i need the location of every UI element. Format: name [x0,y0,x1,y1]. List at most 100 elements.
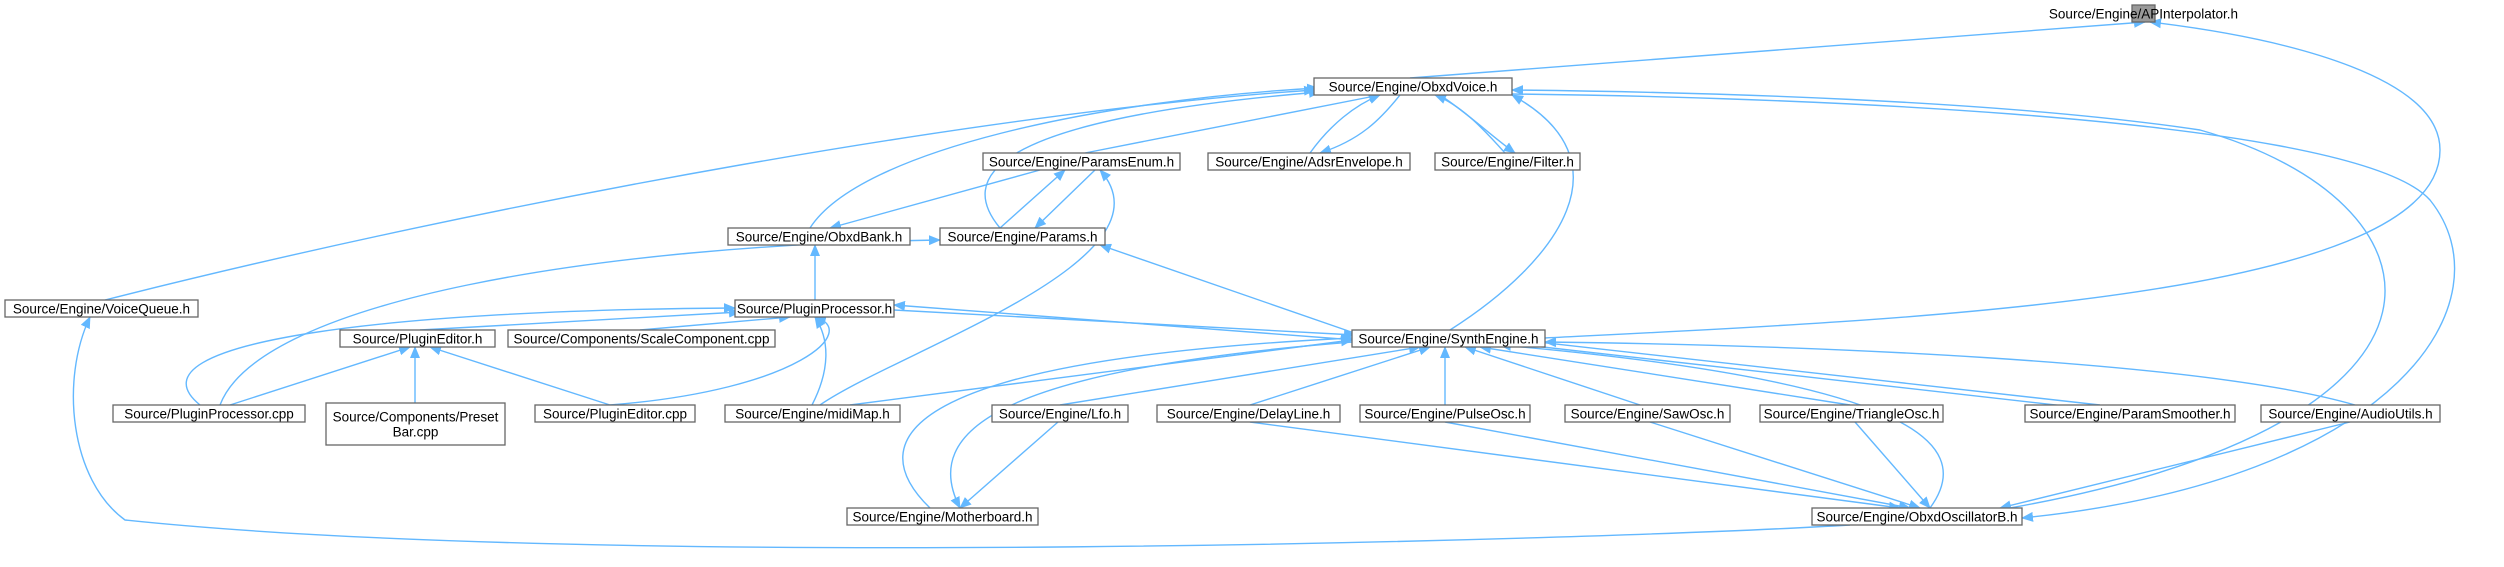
file-node-params[interactable]: Source/Engine/Params.h [939,227,1106,246]
include-edge-plugineditor_cpp-to-plugineditor_h [429,345,611,406]
file-node-box [1564,404,1731,423]
file-node-obxdoscillatorb[interactable]: Source/Engine/ObxdOscillatorB.h [1811,507,2023,526]
include-edge-paramsenum-to-obxdbank [829,169,1041,230]
file-node-label: Source/PluginEditor.cpp [543,407,687,422]
file-node-synthengine[interactable]: Source/Engine/SynthEngine.h [1351,329,1546,348]
dependency-edges [72,17,2456,549]
file-node-label: Source/Engine/ObxdOscillatorB.h [1816,510,2017,525]
file-node-pulseosc[interactable]: Source/Engine/PulseOsc.h [1359,404,1531,423]
file-node-box [339,329,496,348]
include-edge-lfo-to-motherboard [959,421,1059,509]
file-node-label: Source/Engine/ObxdVoice.h [1329,80,1498,95]
file-node-voicequeue[interactable]: Source/Engine/VoiceQueue.h [4,299,199,318]
file-node-label: Source/Engine/Motherboard.h [852,510,1032,525]
file-node-triangleosc[interactable]: Source/Engine/TriangleOsc.h [1759,404,1944,423]
file-node-box [4,299,199,318]
include-edge-triangleosc-to-obxdoscillatorb [1854,421,1931,509]
include-edge-synthengine-to-obxdvoice [1449,94,1574,331]
include-edge-obxdbank-to-obxdvoice [809,83,1319,229]
file-node-label: Source/Engine/VoiceQueue.h [13,302,190,317]
file-node-label: Source/Engine/ParamSmoother.h [2029,407,2230,422]
file-node-box [734,299,895,318]
file-node-box [1351,329,1546,348]
file-node-audioutils[interactable]: Source/Engine/AudioUtils.h [2260,404,2441,423]
file-node-pluginprocessor_cpp[interactable]: Source/PluginProcessor.cpp [112,404,306,423]
file-node-box [1434,152,1581,171]
file-node-label: Source/Components/ScaleComponent.cpp [514,332,770,347]
include-edge-obxdvoice-to-obxdoscillatorb [1511,93,2456,522]
include-edge-paramsmoother-to-synthengine [1519,336,2101,406]
include-edge-sawosc-to-obxdoscillatorb [1649,421,1921,510]
file-node-label: Bar.cpp [393,425,439,440]
file-node-box [846,507,1039,526]
include-edge-obxdvoice-to-filter [1439,94,1516,154]
file-node-box [2024,404,2236,423]
file-node-label: Source/Engine/APInterpolator.h [2049,7,2238,22]
include-edge-lfo-to-synthengine [1059,343,1421,406]
include-edge-voicequeue-to-obxdvoice [104,85,1316,301]
file-node-box [1313,77,1513,96]
file-node-adsrenvelope[interactable]: Source/Engine/AdsrEnvelope.h [1207,152,1411,171]
file-node-obxdvoice[interactable]: Source/Engine/ObxdVoice.h [1313,77,1513,96]
file-node-plugineditor_h[interactable]: Source/PluginEditor.h [339,329,496,348]
include-edge-audioutils-to-obxdoscillatorb [1999,421,2351,511]
include-edge-pluginprocessor_cpp-to-plugineditor_h [229,345,411,406]
file-node-box [991,404,1129,423]
file-node-delayline[interactable]: Source/Engine/DelayLine.h [1156,404,1341,423]
include-edge-pluginprocessor_h-to-synthengine [893,309,1356,340]
file-node-box [1359,404,1531,423]
include-edge-delayline-to-synthengine [1249,345,1431,406]
file-node-label: Source/Engine/ObxdBank.h [736,230,903,245]
include-edge-filter-to-obxdvoice [1434,94,1506,154]
file-node-box [939,227,1106,246]
file-node-sawosc[interactable]: Source/Engine/SawOsc.h [1564,404,1731,423]
file-node-box [724,404,901,423]
file-node-label: Source/Engine/Lfo.h [999,407,1121,422]
file-node-label: Source/PluginEditor.h [353,332,483,347]
include-edge-paramsenum-to-params [1034,169,1096,229]
file-node-motherboard[interactable]: Source/Engine/Motherboard.h [846,507,1039,526]
include-edge-audioutils-to-synthengine [1544,337,2356,406]
file-node-midimap[interactable]: Source/Engine/midiMap.h [724,404,901,423]
include-edge-scalecomponent-to-pluginprocessor_h [639,312,791,331]
include-edge-midimap-to-synthengine [849,336,1353,406]
file-node-box [727,227,911,246]
include-edge-sawosc-to-synthengine [1464,345,1641,406]
include-edge-params-to-paramsenum [999,169,1066,229]
file-node-box [534,404,696,423]
file-node-plugineditor_cpp[interactable]: Source/PluginEditor.cpp [534,404,696,423]
file-node-label: Source/Engine/PulseOsc.h [1364,407,1525,422]
file-nodes: Source/Engine/APInterpolator.hSource/Eng… [4,4,2441,526]
include-edge-pluginprocessor_cpp-to-params [219,235,941,406]
include-edge-plugineditor_cpp-to-pluginprocessor_h [609,315,830,406]
file-node-scalecomponent[interactable]: Source/Components/ScaleComponent.cpp [507,329,776,348]
include-edge-midimap-to-paramsenum [819,169,1115,406]
include-edge-midimap-to-pluginprocessor_h [811,316,827,406]
file-node-label: Source/Engine/DelayLine.h [1167,407,1331,422]
include-edge-synthengine-to-params [1099,243,1361,336]
include-edge-obxdoscillatorb-to-obxdvoice [1511,85,2386,509]
include-edge-plugineditor_h-to-pluginprocessor_h [419,307,741,331]
file-node-lfo[interactable]: Source/Engine/Lfo.h [991,404,1129,423]
file-node-paramsenum[interactable]: Source/Engine/ParamsEnum.h [982,152,1181,171]
file-node-box [1156,404,1341,423]
include-edge-synthengine-to-motherboard [950,341,1353,509]
file-node-label: Source/Engine/Params.h [947,230,1097,245]
file-node-obxdbank[interactable]: Source/Engine/ObxdBank.h [727,227,911,246]
file-node-label: Source/Engine/AudioUtils.h [2268,407,2432,422]
file-node-box [1811,507,2023,526]
include-edge-motherboard-to-synthengine [902,333,1353,509]
include-edge-synthengine-to-apinterpolator [1544,18,2441,339]
file-node-filter[interactable]: Source/Engine/Filter.h [1434,152,1581,171]
file-node-box [2131,4,2156,23]
file-node-box [2260,404,2441,423]
include-edge-adsrenvelope-to-obxdvoice [1309,94,1381,154]
file-node-apinterpolator[interactable]: Source/Engine/APInterpolator.h [2049,4,2238,23]
include-edge-delayline-to-obxdoscillatorb [1249,421,1901,512]
file-node-paramsmoother[interactable]: Source/Engine/ParamSmoother.h [2024,404,2236,423]
file-node-box [325,402,506,446]
file-node-pluginprocessor_h[interactable]: Source/PluginProcessor.h [734,299,895,318]
file-node-box [1759,404,1944,423]
